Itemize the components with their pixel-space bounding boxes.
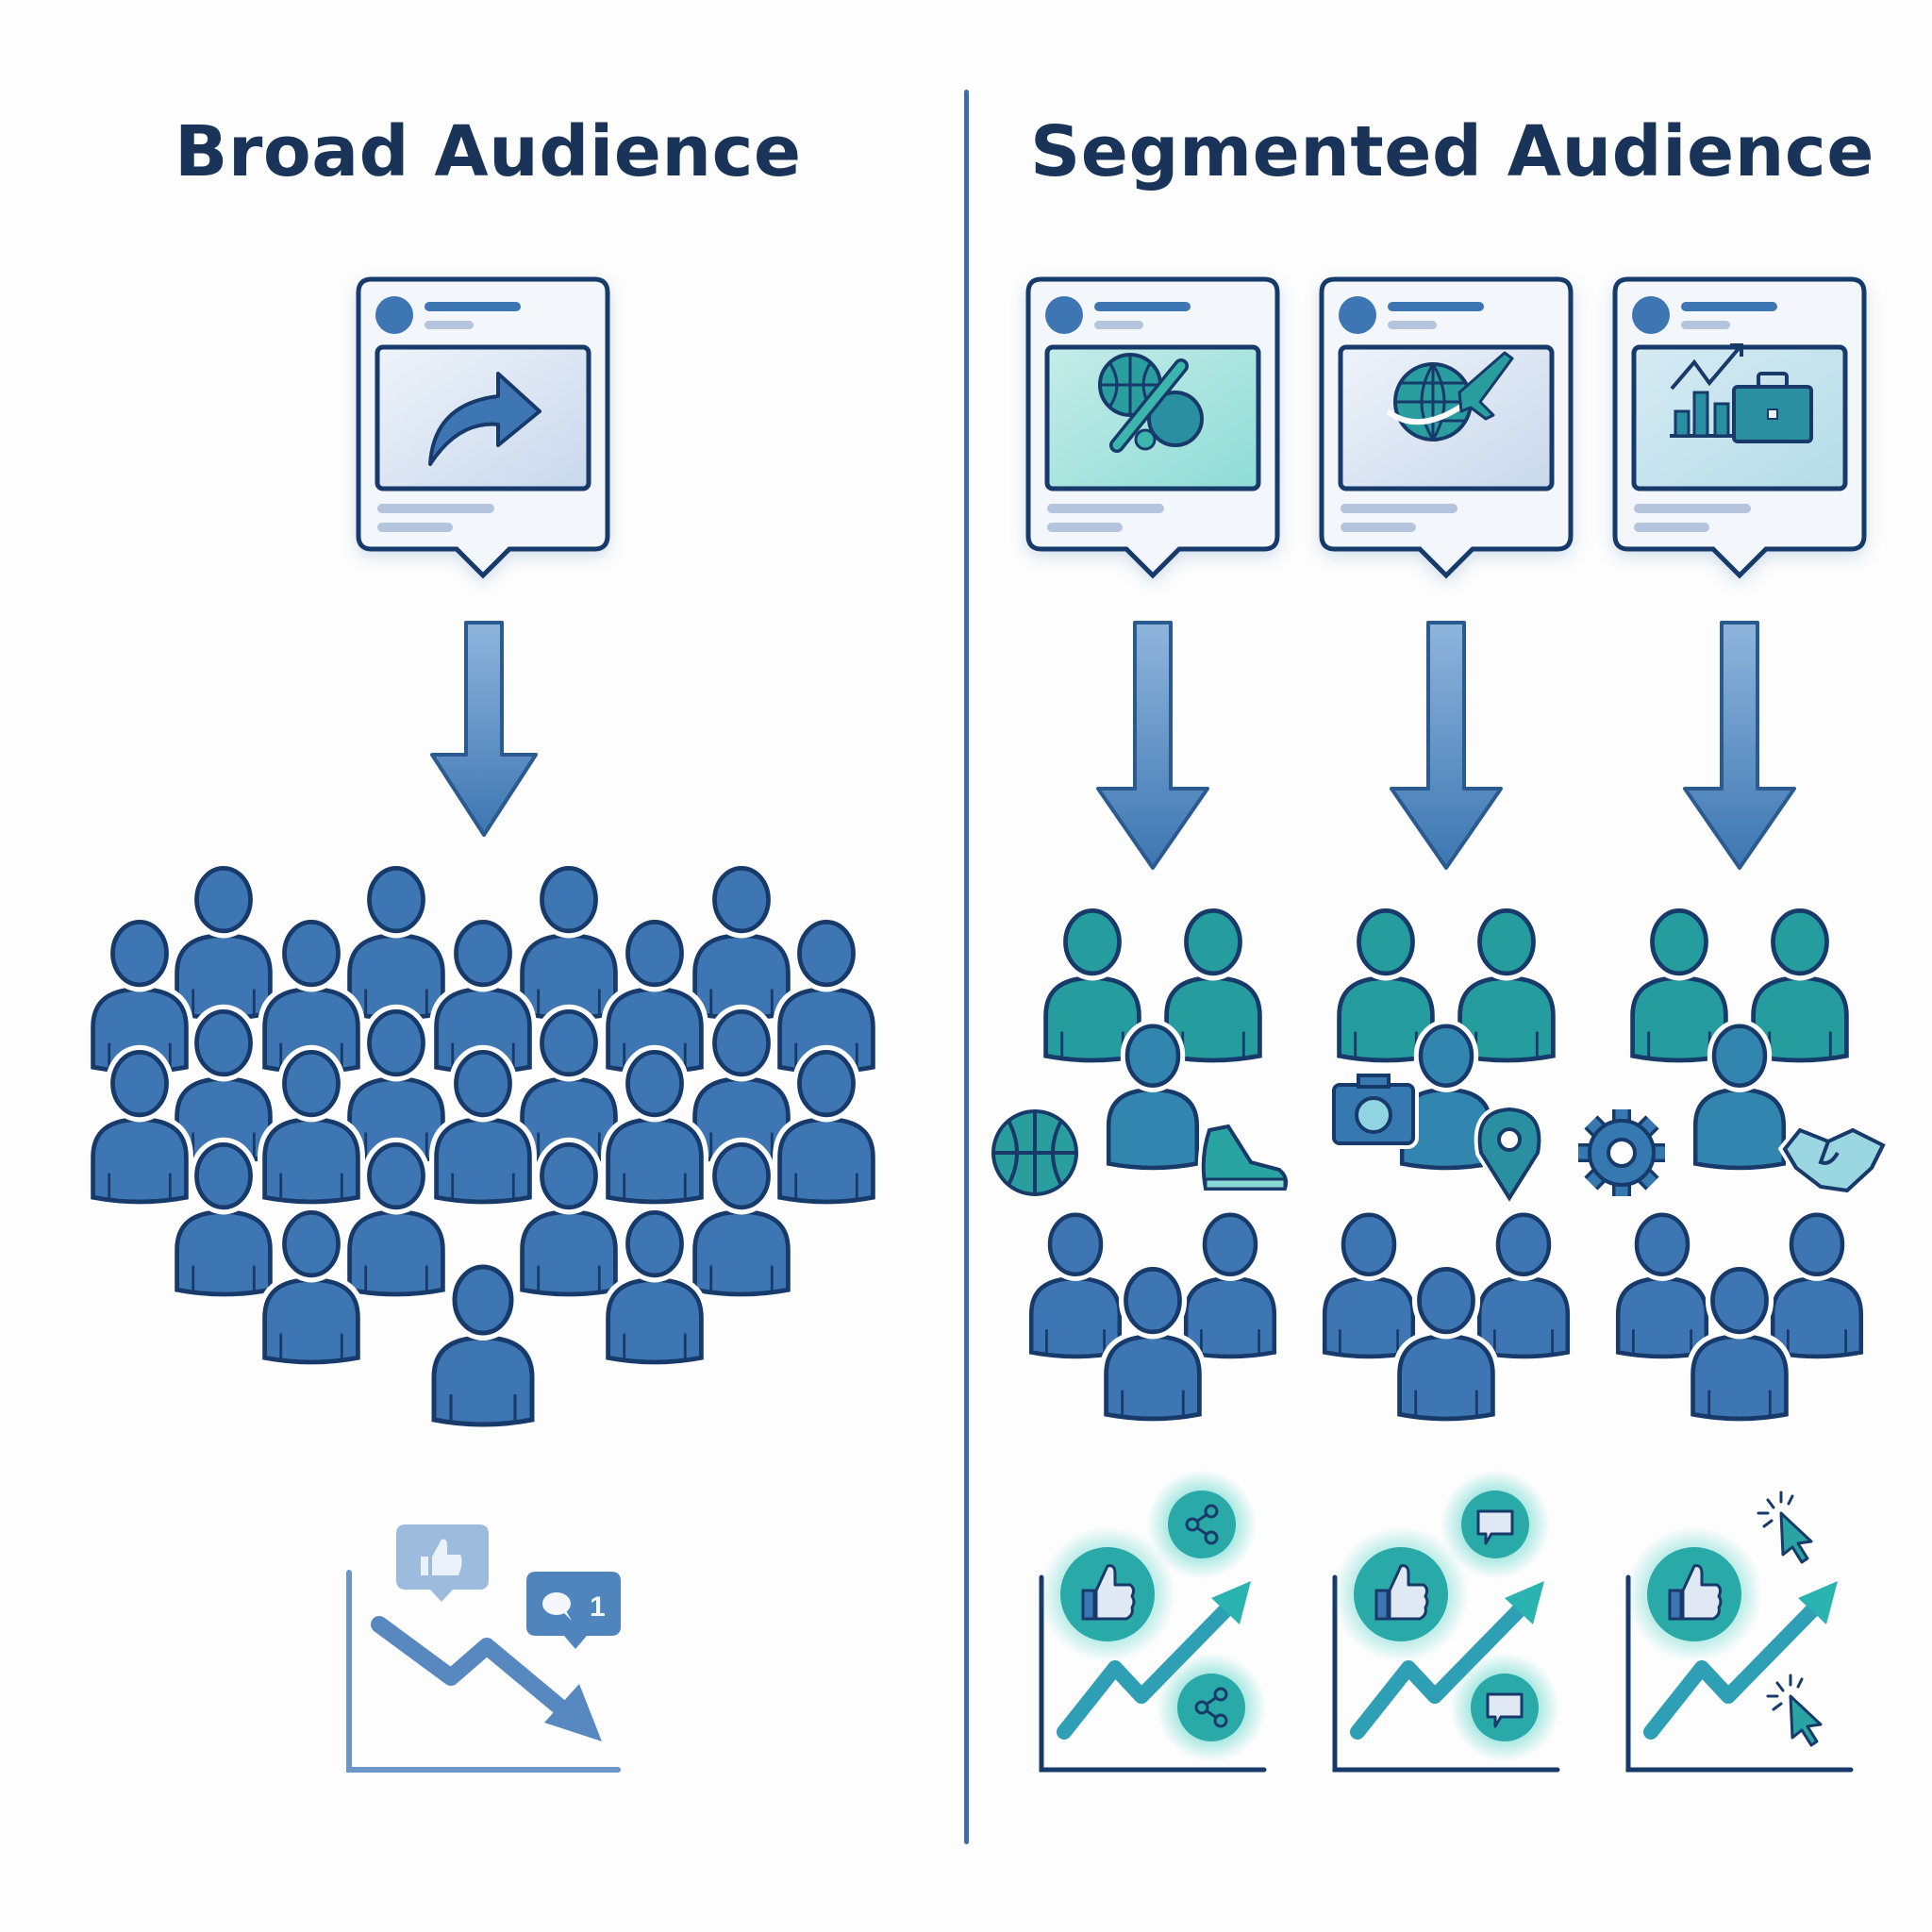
segment-people-cluster (1578, 910, 1891, 1419)
panel-divider (964, 90, 969, 1844)
segment-3 (1578, 279, 1891, 1773)
segment-people-cluster (1324, 910, 1568, 1419)
broad-down-arrow (430, 621, 538, 837)
person-icon (1031, 1215, 1120, 1357)
segment-post-card (1615, 279, 1864, 575)
segment-down-arrow (1390, 621, 1503, 870)
person-icon (1773, 1215, 1861, 1357)
person-icon (350, 868, 443, 1018)
basketball-icon (988, 1106, 1082, 1200)
upward-trend-line (1350, 1598, 1531, 1740)
person-icon (265, 1052, 358, 1202)
person-icon (1107, 1269, 1200, 1419)
comment-count: 1 (590, 1591, 606, 1623)
person-icon (1479, 1215, 1568, 1357)
business-icon (1670, 343, 1813, 443)
broad-post-card (358, 279, 608, 575)
person-icon (350, 1144, 443, 1294)
person-icon (523, 1144, 616, 1294)
person-icon (1618, 1215, 1707, 1357)
segment-down-arrow (1683, 621, 1796, 870)
segment-engagement-chart (1332, 1470, 1560, 1773)
broad-audience-crowd (93, 868, 874, 1424)
upward-trend-line (1643, 1598, 1824, 1740)
click-cursor-icon (1766, 1674, 1823, 1747)
share-icon (1147, 1470, 1257, 1579)
segment-down-arrow (1096, 621, 1209, 870)
person-icon (265, 1212, 358, 1362)
segmented-audience-title: Segmented Audience (1030, 111, 1874, 192)
person-icon (177, 868, 271, 1018)
person-icon (523, 868, 616, 1018)
thumbs-up-icon (396, 1524, 489, 1602)
location-pin-icon (1474, 1103, 1545, 1209)
segments (988, 279, 1891, 1773)
gear-icon (1578, 1109, 1665, 1196)
sneaker-icon (1197, 1120, 1292, 1194)
broad-engagement-chart: 1 (346, 1524, 621, 1773)
segment-people-cluster (988, 910, 1292, 1419)
person-icon (177, 1144, 271, 1294)
camera-icon (1328, 1074, 1419, 1149)
comment-icon (1450, 1653, 1559, 1762)
person-icon (695, 1144, 789, 1294)
thumbs-up-icon (1040, 1526, 1175, 1662)
trend-arrowhead (1211, 1581, 1251, 1624)
upward-trend-line (1057, 1598, 1238, 1740)
person-icon (1324, 1215, 1413, 1357)
share-arrow-icon (428, 372, 541, 466)
person-icon (1695, 1026, 1784, 1168)
downward-trend-line (371, 1616, 575, 1721)
segment-2 (1322, 279, 1571, 1773)
share-icon (1157, 1653, 1266, 1762)
handshake-icon (1777, 1123, 1891, 1197)
trend-arrowhead (1505, 1581, 1544, 1624)
travel-icon (1386, 351, 1514, 441)
sports-icon (1098, 353, 1204, 453)
person-icon (93, 1052, 187, 1202)
person-icon (695, 868, 789, 1018)
person-icon (608, 1052, 702, 1202)
person-icon (780, 1052, 874, 1202)
trend-arrowhead (544, 1684, 602, 1741)
segment-1 (988, 279, 1292, 1773)
segment-engagement-chart (1625, 1491, 1854, 1773)
chart-axes (1625, 1574, 1854, 1773)
segment-post-card (1322, 279, 1571, 575)
thumbs-up-icon (1626, 1526, 1762, 1662)
person-icon (1186, 1215, 1274, 1357)
comment-icon (1441, 1470, 1550, 1579)
person-icon (437, 1052, 530, 1202)
click-cursor-icon (1757, 1491, 1813, 1564)
chart-axes (346, 1570, 621, 1773)
person-icon (608, 1212, 702, 1362)
person-icon (1693, 1269, 1787, 1419)
broad-audience-title: Broad Audience (175, 111, 802, 192)
person-icon (1108, 1026, 1197, 1168)
trend-arrowhead (1798, 1581, 1838, 1624)
thumbs-up-icon (1333, 1526, 1469, 1662)
person-icon (434, 1267, 532, 1424)
chart-axes (1332, 1574, 1560, 1773)
segment-engagement-chart (1039, 1470, 1267, 1773)
segment-post-card (1028, 279, 1277, 575)
chart-axes (1039, 1574, 1267, 1773)
person-icon (1400, 1269, 1493, 1419)
comment-icon: 1 (526, 1572, 621, 1649)
